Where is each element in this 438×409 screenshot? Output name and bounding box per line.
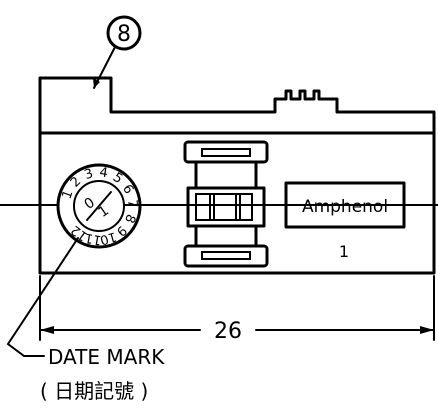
item-balloon-label: 8 (117, 22, 131, 47)
dial-outer-ring (56, 163, 142, 249)
dial-digit-1: 1 (60, 188, 77, 201)
latch-component (183, 140, 269, 268)
latch-bottom-bar (183, 244, 269, 268)
dial-digit-4: 4 (98, 165, 108, 181)
date-mark-label: DATE MARK (48, 345, 165, 369)
dial-digit-8: 8 (121, 212, 138, 225)
brand-marking-text: Amphenol (302, 197, 388, 217)
latch-center-window (195, 193, 253, 221)
date-mark-label-chinese: ( 日期記號 ) (40, 379, 148, 403)
item-balloon (106, 15, 142, 51)
dial-inner-digit-1: 1 (95, 203, 111, 221)
overall-length-dimension: 26 (39, 275, 435, 344)
balloon-leader-arrow (93, 78, 100, 88)
latch-bottom-slot (201, 251, 251, 260)
date-mark-leader (6, 237, 79, 357)
connector-body (38, 131, 436, 275)
dial-pointer (86, 191, 112, 221)
dial-digit-11: 11 (84, 230, 103, 248)
dial-digit-10: 10 (98, 228, 118, 247)
connector-top-outline (38, 76, 436, 135)
dial-inner-ring (73, 180, 125, 232)
latch-top-slot (201, 148, 251, 157)
position-number: 1 (339, 242, 349, 261)
brand-marking-box (284, 181, 406, 229)
dial-digit-3: 3 (83, 166, 96, 183)
latch-top-bar (183, 140, 269, 164)
latch-center-block (186, 186, 266, 228)
dial-digit-7: 7 (124, 199, 140, 208)
dimension-value: 26 (214, 319, 242, 344)
